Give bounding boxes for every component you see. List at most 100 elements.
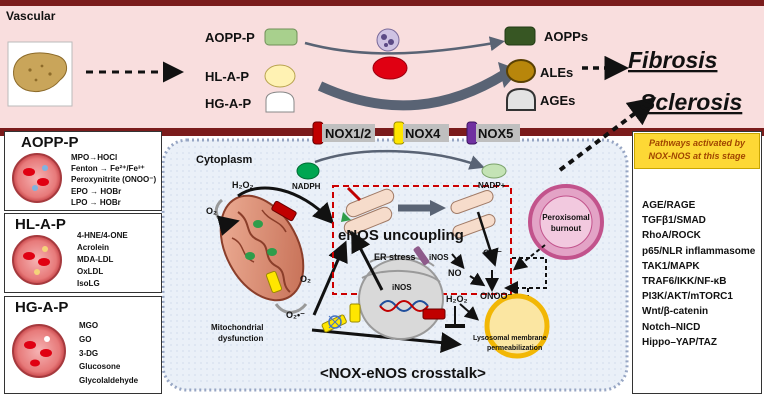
superoxide-to-lysosome-arrow (311, 328, 462, 353)
list-item: p65/NLR inflammasome (642, 245, 756, 257)
superoxide-label: O₂•⁻ (286, 310, 305, 320)
list-item: TGFβ1/SMAD (642, 215, 706, 227)
nox5-label-bg (476, 124, 520, 142)
nox12-label: NOX1/2 (325, 126, 371, 141)
pathways-list: AGE/RAGE TGFβ1/SMAD RhoA/ROCK p65/NLR in… (642, 198, 755, 350)
nadph-icon (296, 162, 320, 180)
nadph-label: NADPH (292, 182, 321, 191)
h2o2-lower-label: H₂O₂ (446, 294, 468, 304)
superoxide-to-enos-arrow (312, 240, 348, 316)
no-label: NO (448, 268, 462, 278)
list-item: PI3K/AKT/mTORC1 (642, 291, 733, 303)
enos-to-o2-arrow (476, 211, 499, 267)
hg-a-p-icon (265, 91, 295, 113)
peroxisome-to-no-arrow (512, 244, 546, 271)
nox12-label-bg (322, 124, 375, 142)
list-item: 3-DG (79, 348, 99, 358)
ales-label: ALEs (540, 65, 573, 80)
nadp-plus-icon (481, 163, 507, 179)
nox12-channel (312, 121, 324, 145)
enos-dimer-right (450, 190, 496, 238)
enos-dimer-left (341, 188, 395, 236)
cytokine-icon (328, 315, 342, 329)
peroxisomal-label-1: Peroxisomal (542, 213, 590, 222)
pathways-panel (632, 131, 762, 394)
hg-vessel-icon (12, 324, 66, 378)
mitochondrion-icon (219, 194, 305, 302)
cell-membrane-band (0, 128, 764, 136)
mito-dys-label-2: dysfunction (218, 334, 263, 343)
nox5-label: NOX5 (478, 126, 513, 141)
list-item: MDA-LDL (77, 255, 114, 264)
neutrophil-icon (376, 28, 400, 52)
hl-vessel-icon (12, 235, 62, 285)
er-stress-label: ER stress (374, 252, 416, 262)
hg-a-p-panel: HG-A-P MGO GO 3-DG Glucosone Glycolaldeh… (4, 296, 162, 394)
er-nucleus-icon (358, 255, 444, 340)
enos-red-pin (346, 186, 362, 202)
pathways-header-line2: NOX-NOS at this stage (648, 151, 746, 161)
mito-nox-yellow (265, 270, 283, 294)
h2o2-lower-arrow (459, 303, 480, 321)
nox5-channel (466, 121, 478, 145)
aopp-p-label: AOPP-P (205, 30, 255, 45)
o2-in-arrow (214, 198, 240, 236)
list-item: TAK1/MAPK (642, 260, 700, 272)
red-blood-cell-icon (372, 56, 408, 80)
list-item: IsoLG (77, 279, 100, 288)
ages-label: AGEs (540, 93, 575, 108)
mito-green-dot-3 (267, 248, 277, 256)
aopp-p-panel: AOPP-P MPO→HOCl Fenton → Fe²⁺/Fe³⁺ Perox… (4, 131, 162, 211)
inos-er-rod (413, 246, 430, 266)
list-item: Notch–NICD (642, 321, 701, 333)
hl-a-p-icon (264, 64, 296, 88)
ages-icon (506, 87, 536, 111)
mito-dys-label-1: Mitochondrial (211, 323, 263, 332)
lysosomal-label-2: permeabilization (487, 345, 542, 352)
list-item: RhoA/ROCK (642, 230, 701, 242)
h2o2-label: H₂O₂ (232, 180, 254, 190)
hl-a-p-items: 4-HNE/4-ONE Acrolein MDA-LDL OxLDL IsoLG (77, 230, 128, 290)
mito-nox-red (271, 200, 297, 222)
list-item: Glucosone (79, 362, 121, 372)
aopps-icon (504, 26, 536, 46)
lysosomal-label-1: Lysosomal membrane (473, 335, 547, 342)
cytoplasm-label: Cytoplasm (196, 154, 252, 166)
aopp-vessel-icon (12, 153, 62, 203)
list-item: 4-HNE/4-ONE (77, 231, 128, 240)
hl-a-p-label: HL-A-P (205, 69, 249, 84)
top-membrane (0, 0, 764, 6)
list-item: MGO (79, 321, 99, 330)
aopp-to-aopps-arrow (304, 36, 505, 55)
inos-top-label: iNOS (429, 253, 449, 262)
feedback-loop-arrow (504, 257, 547, 295)
o2-out-arrow (274, 303, 308, 314)
o2-label: O₂ (206, 206, 217, 216)
list-item: OxLDL (77, 267, 104, 276)
o2-minus-right-label: O₂•⁻ (483, 248, 502, 258)
peroxisome-icon (528, 184, 604, 260)
enos-uncoupling-label: eNOS uncoupling (338, 227, 464, 244)
er-to-enos-arrow (351, 230, 384, 291)
list-item: GO (79, 334, 92, 344)
hg-a-p-label: HG-A-P (205, 96, 252, 111)
list-item: Wnt/β-catenin (642, 306, 709, 318)
list-item: TRAF6/IKK/NF-κB (642, 276, 727, 288)
er-nox-red (422, 308, 446, 320)
ales-icon (506, 59, 536, 83)
aopp-p-icon (264, 28, 298, 46)
list-item: Hippo–YAP/TAZ (642, 336, 718, 348)
hg-a-p-items: MGO GO 3-DG Glucosone Glycolaldehyde (79, 319, 138, 388)
hl-a-p-panel-title: HL-A-P (15, 216, 66, 233)
list-item: Peroxynitrite (ONOO⁻) (71, 175, 157, 185)
pathways-header: Pathways activated by NOX-NOS at this st… (634, 133, 760, 169)
mito-green-dot-1 (253, 220, 263, 228)
o2-right-label: O₂ (300, 274, 311, 284)
no-to-onoo-arrow (469, 272, 486, 287)
sclerosis-label: Sclerosis (640, 89, 742, 115)
list-item: Glycolaldehyde (79, 376, 139, 386)
aopp-p-panel-title: AOPP-P (21, 134, 79, 151)
list-item: MPO→HOCl (71, 153, 118, 162)
